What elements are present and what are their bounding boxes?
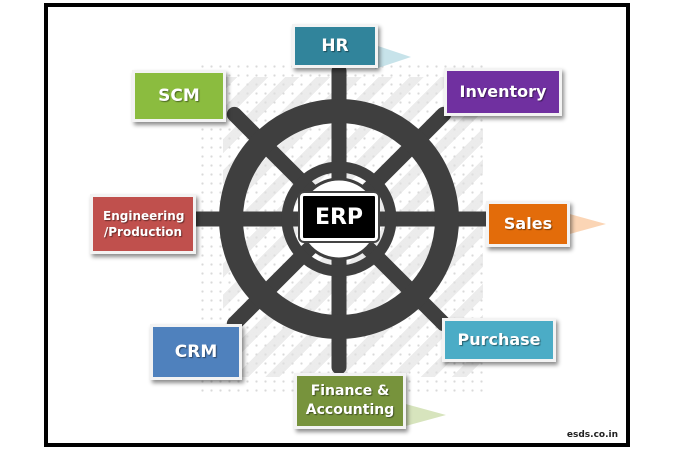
module-engineering-production[interactable]: Engineering /Production [90,194,196,254]
wheel-outer-rim [219,99,459,339]
erp-center-label: ERP [314,204,364,230]
wheel-spoke [226,239,319,332]
diagram-frame: HR SCM Inventory Engineering /Production… [44,3,630,447]
module-inventory[interactable]: Inventory [444,68,562,116]
module-scm-label: SCM [158,85,200,106]
sales-pointer-tail [566,213,606,235]
module-finance-accounting[interactable]: Finance & Accounting [294,373,406,429]
source-credit: esds.co.in [566,430,618,440]
hr-pointer-tail [375,45,411,69]
module-engineering-production-label: Engineering /Production [103,208,185,239]
wheel-spoke [359,239,452,332]
wheel-spokes [183,63,495,375]
module-scm[interactable]: SCM [132,70,226,122]
module-purchase[interactable]: Purchase [442,318,556,362]
module-inventory-label: Inventory [459,82,547,102]
module-hr-label: HR [321,35,349,56]
module-finance-accounting-label: Finance & Accounting [305,383,395,418]
erp-center-box[interactable]: ERP [298,191,380,243]
finance-pointer-tail [402,403,446,427]
wheel-spoke [359,106,452,199]
module-hr[interactable]: HR [292,24,378,68]
module-sales[interactable]: Sales [486,201,570,247]
module-crm-label: CRM [174,341,218,362]
module-crm[interactable]: CRM [150,324,242,380]
wheel-spoke [226,106,319,199]
wheel-inner-ring [281,161,397,277]
module-purchase-label: Purchase [457,330,541,350]
module-sales-label: Sales [503,214,553,234]
